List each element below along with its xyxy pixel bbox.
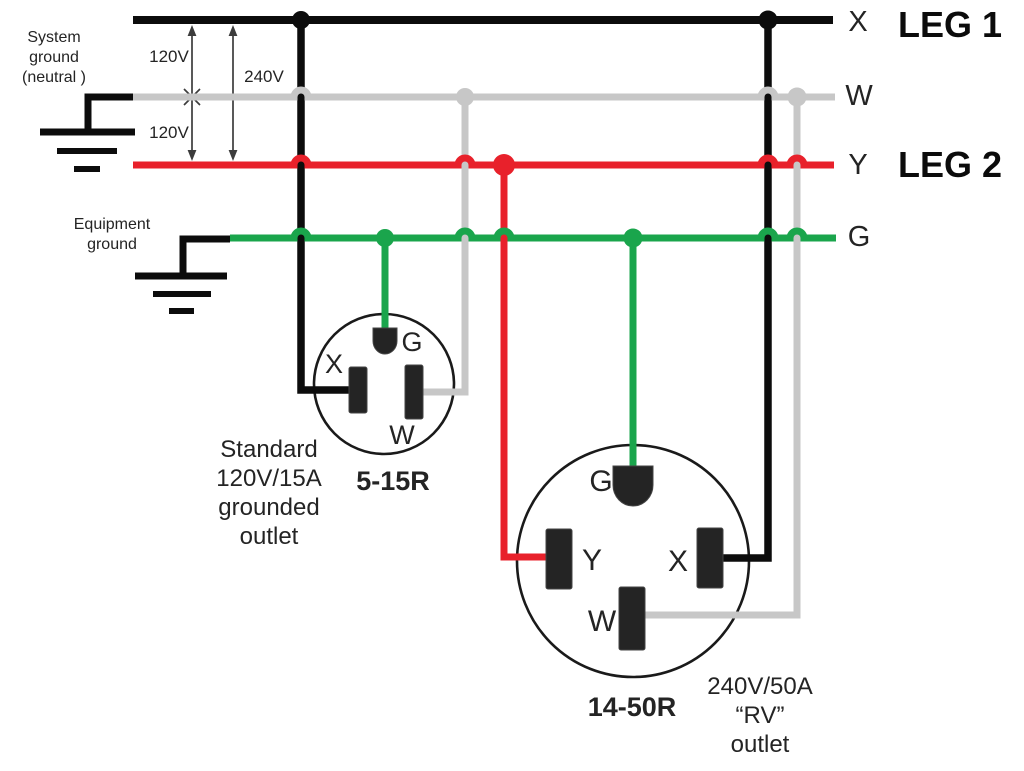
1450r-neutral-pin (618, 586, 646, 651)
leg1-title: LEG 1 (898, 4, 1003, 45)
outlet-515r-caption: Standard 120V/15A grounded outlet (216, 436, 322, 550)
leg2-y-label: Y (848, 149, 868, 181)
voltage-240: 240V (244, 67, 284, 86)
outlet-515r-name: 5-15R (356, 466, 430, 496)
1450r-hot-y-pin (545, 528, 573, 590)
outlet-1450r-name: 14-50R (587, 692, 677, 722)
junction-neutral-515r (456, 88, 474, 106)
outlet-515r-pins (348, 327, 424, 420)
1450r-y-pin-label: Y (581, 544, 602, 577)
arrowhead-up (187, 25, 197, 36)
1450r-g-pin-label: G (589, 465, 613, 498)
515r-x-pin-label: X (324, 349, 343, 379)
junction-ground-515r (376, 229, 394, 247)
515r-w-pin-label: W (389, 420, 415, 450)
515r-ground-pin (372, 327, 398, 355)
system-ground-symbol (40, 93, 135, 172)
arrowhead-up (228, 25, 238, 36)
1450r-hot-x-pin (696, 527, 724, 589)
junction-neutral-1450r (787, 87, 807, 107)
junction-dots (292, 10, 807, 248)
voltage-120-bottom: 120V (149, 123, 189, 142)
neutral-tap-to-1450r (645, 97, 801, 619)
leg2-wire (133, 154, 834, 169)
equipment-ground-lead (179, 235, 230, 273)
leg1-tap-to-1450r (723, 20, 772, 562)
bus-lines (133, 16, 836, 242)
system-ground-lead (84, 93, 133, 129)
leg1-x-label: X (848, 6, 868, 38)
neutral-wire (133, 86, 835, 101)
leg2-title: LEG 2 (898, 144, 1003, 185)
junction-ground-1450r (623, 228, 643, 248)
1450r-ground-pin (612, 465, 654, 507)
515r-neutral-pin (404, 364, 424, 420)
system-ground-label: System ground (neutral ) (21, 29, 87, 86)
1450r-w-pin-label: W (587, 605, 617, 638)
1450r-x-pin-label: X (667, 545, 688, 578)
neutral-tap-to-515r (423, 97, 469, 396)
515r-g-pin-label: G (401, 327, 423, 357)
leg1-tap-to-515r (297, 20, 349, 394)
arrowhead-down (187, 150, 197, 161)
515r-hot-pin (348, 366, 368, 414)
ground-wire (230, 227, 836, 242)
junction-leg1-1450r (758, 10, 778, 30)
junction-leg2-1450r (493, 154, 515, 176)
voltage-120-top: 120V (149, 47, 189, 66)
outlet-1450r-pins (545, 465, 724, 651)
ground-g-label: G (847, 221, 871, 253)
equipment-ground-label: Equipment ground (73, 216, 151, 253)
tap-wires (297, 20, 801, 619)
equipment-ground-symbol (135, 235, 230, 314)
leg2-tap-to-1450r (500, 165, 546, 561)
outlet-1450r-caption: 240V/50A “RV” outlet (707, 673, 813, 758)
neutral-w-label: W (845, 80, 873, 112)
arrowhead-down (228, 150, 238, 161)
junction-leg1-515r (292, 11, 310, 29)
